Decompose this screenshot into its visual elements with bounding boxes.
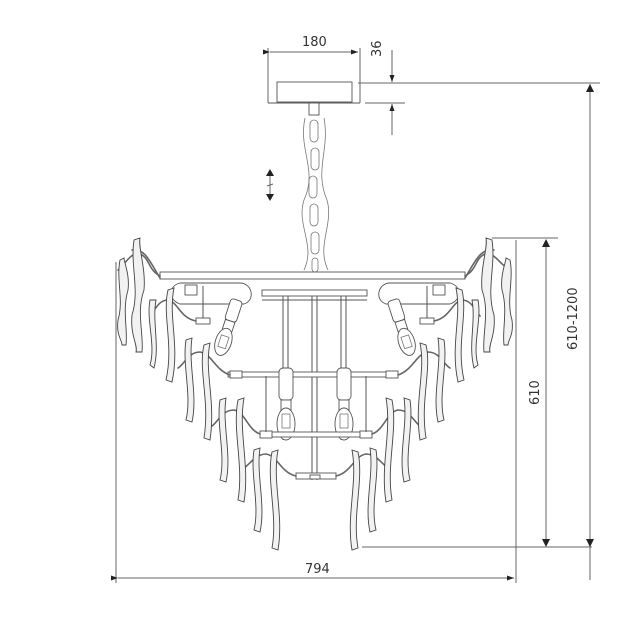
total-height-label: 610-1200 [566,287,581,350]
middle-arm-ring [227,370,399,379]
bulb-right-upper [387,298,416,356]
bottom-hub [295,472,337,480]
bulb-left-upper [214,298,243,356]
suspension-chain [301,102,329,273]
bulb-center-left [276,367,296,441]
canopy-width-label: 180 [302,35,327,50]
lower-arm-ring [259,376,373,439]
crystal-drops-right [349,237,513,551]
canopy-width-dimension [263,48,361,103]
lamp-holder-right-top [378,282,460,325]
crystal-drops-left [117,237,281,551]
bulb-center-right [334,367,354,441]
body-width-dimension [111,262,514,583]
adjustable-length-icon [266,169,274,201]
body-height-label: 610 [528,380,543,405]
body-height-dimension [362,237,594,583]
ceiling-canopy [268,81,360,104]
body-width-label: 794 [305,562,330,577]
canopy-height-label: 36 [370,40,385,57]
top-arm-ring [159,271,466,480]
canopy-height-dimension [358,50,600,135]
total-height-dimension [586,84,594,580]
